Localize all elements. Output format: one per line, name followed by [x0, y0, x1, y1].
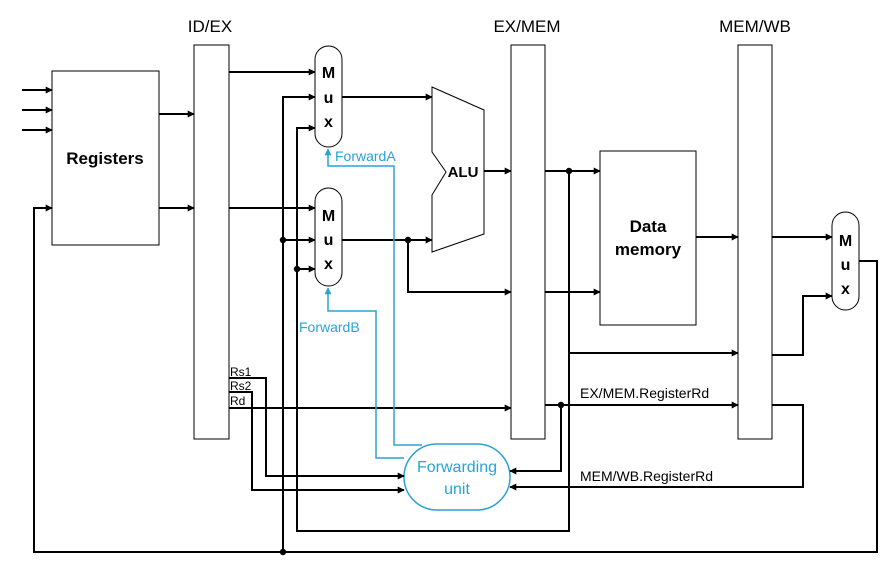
- rs2-label: Rs2: [230, 379, 252, 393]
- forwarding-unit-label-line1: Forwarding: [417, 459, 497, 476]
- mem-wb-label: MEM/WB: [719, 17, 791, 36]
- wb-to-muxa-wire: [282, 93, 316, 552]
- mux-b-letter-x: x: [324, 256, 333, 273]
- rs2-wire: [229, 391, 405, 494]
- rd-label: Rd: [230, 394, 245, 408]
- alu-label: ALU: [448, 164, 479, 181]
- forwarding-unit-label-line2: unit: [444, 481, 470, 498]
- ex-mem-label: EX/MEM: [493, 17, 560, 36]
- id-ex-register: [193, 44, 230, 440]
- mux-writeback: M u x: [831, 211, 860, 311]
- data-memory-block: [599, 150, 697, 326]
- forward-a-label: ForwardA: [335, 148, 396, 164]
- mux-wb-letter-x: x: [841, 281, 850, 298]
- mux-a-letter-m: M: [322, 65, 335, 82]
- id-ex-label: ID/EX: [188, 17, 232, 36]
- ex-mem-register: [510, 44, 546, 440]
- mux-b-letter-m: M: [322, 208, 335, 225]
- registers-block: [51, 70, 160, 246]
- mux-forward-a: M u x: [314, 45, 343, 148]
- memwb-rd-wire: [509, 404, 804, 491]
- mux-b-letter-u: u: [324, 232, 334, 249]
- data-memory-label-line2: memory: [615, 240, 682, 259]
- forwarding-unit-block: [403, 443, 511, 511]
- rs1-wire: [229, 377, 405, 480]
- forward-b-label: ForwardB: [299, 319, 360, 335]
- forward-a-wire: [324, 148, 422, 446]
- rs1-label: Rs1: [230, 365, 252, 379]
- exmem-to-muxa-wire: [296, 124, 570, 532]
- writeback-wire: [33, 204, 878, 553]
- alu-block: [431, 86, 485, 253]
- exmem-rd-to-fwd-wire: [509, 405, 562, 475]
- forward-b-wire: [324, 287, 404, 459]
- mux-a-letter-u: u: [324, 90, 334, 107]
- mem-wb-register: [737, 44, 773, 440]
- memwb-registerrd-label: MEM/WB.RegisterRd: [580, 468, 713, 484]
- mux-wb-letter-u: u: [841, 257, 851, 274]
- memwb-to-mux-wire2: [772, 292, 833, 356]
- store-data-wire: [407, 240, 512, 296]
- mux-wb-letter-m: M: [839, 233, 852, 250]
- mux-forward-b: M u x: [314, 187, 343, 287]
- data-memory-label-line1: Data: [630, 217, 667, 236]
- registers-label: Registers: [66, 149, 143, 168]
- mux-a-letter-x: x: [324, 114, 333, 131]
- exmem-registerrd-label: EX/MEM.RegisterRd: [580, 385, 709, 401]
- register-inputs: [22, 86, 53, 134]
